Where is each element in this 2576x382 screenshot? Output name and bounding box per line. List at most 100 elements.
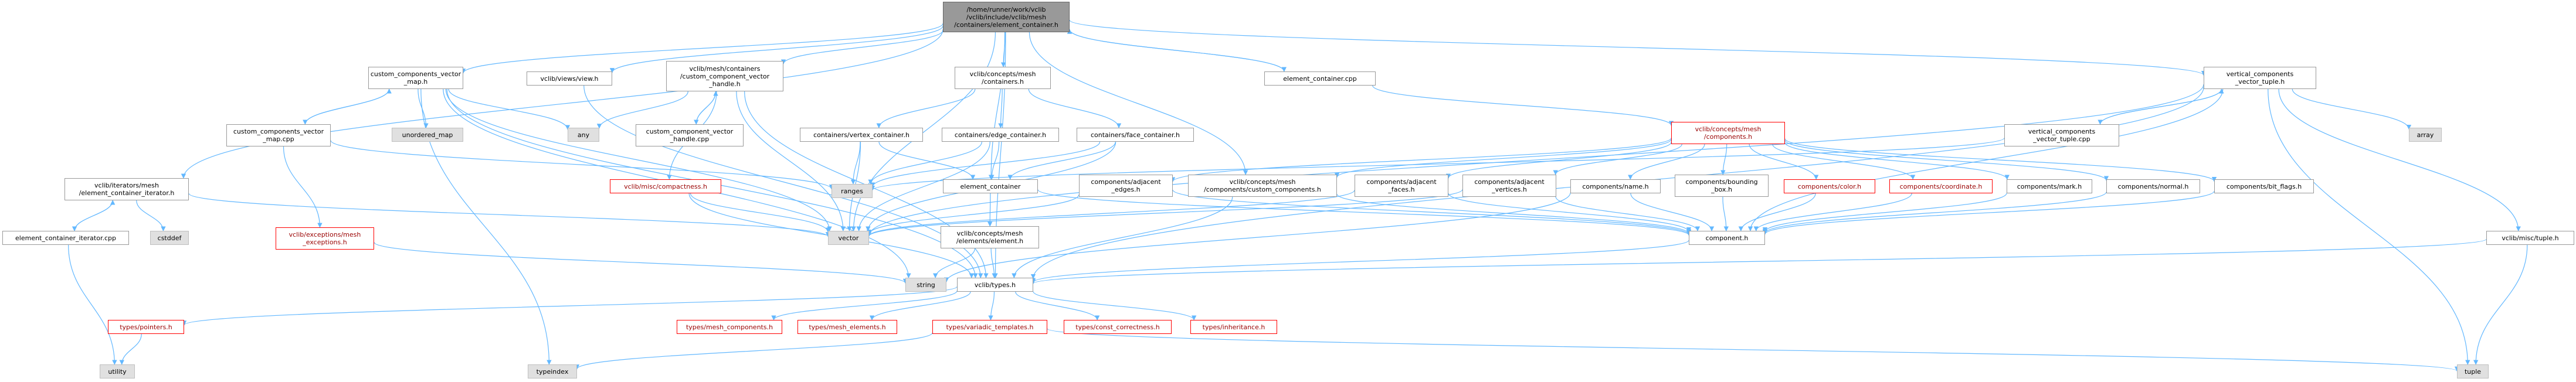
edge-cnormal-to-component: [1762, 192, 2107, 234]
node-tmeshcomp[interactable]: types/mesh_components.h: [677, 320, 782, 334]
node-any[interactable]: any: [568, 128, 599, 142]
node-ccvmcpp[interactable]: custom_components_vector _map.cpp: [226, 124, 331, 146]
edge-edgecont-to-vector: [856, 141, 990, 231]
node-edgecont[interactable]: containers/edge_container.h: [942, 128, 1059, 142]
edge-tvariadic-to-typeindex: [574, 332, 933, 370]
node-tvariadic[interactable]: types/variadic_templates.h: [932, 320, 1047, 334]
edge-misctuple-to-tuple: [2473, 244, 2528, 365]
edge-itersh-to-cstddef: [136, 200, 166, 231]
edge-types-to-tinherit: [1033, 291, 1197, 320]
node-root[interactable]: /home/runner/work/vclib /vclib/include/v…: [943, 2, 1070, 32]
edge-cchcpp-to-mccch: [695, 91, 718, 125]
edge-eciter-to-itersh: [74, 200, 116, 231]
node-compact[interactable]: vclib/misc/compactness.h: [610, 179, 721, 193]
edge-cmark-to-component: [1762, 193, 2007, 233]
node-cadjverts[interactable]: components/adjacent _vertices.h: [1462, 175, 1556, 197]
node-conceptscomp[interactable]: vclib/concepts/mesh /components.h: [1671, 122, 1785, 144]
node-viewsview[interactable]: vclib/views/view.h: [527, 71, 612, 86]
edge-vct-to-misctuple: [2278, 88, 2521, 231]
edge-vct-to-tuple: [2268, 88, 2470, 365]
node-eccpp[interactable]: element_container.cpp: [1264, 71, 1376, 86]
edge-cadjfaces-to-component: [1448, 193, 1692, 233]
edge-cconcustom-to-types: [1012, 196, 1233, 278]
node-excmesh[interactable]: vclib/exceptions/mesh _exceptions.h: [276, 227, 374, 250]
node-tmeshelem[interactable]: types/mesh_elements.h: [797, 320, 897, 334]
edge-cadjedges-to-vector: [866, 194, 1080, 235]
edge-ccvm-to-any: [448, 88, 571, 130]
node-elemcont[interactable]: element_container: [943, 179, 1038, 193]
edge-itersh-to-vector: [188, 193, 830, 237]
node-cbbox[interactable]: components/bounding _box.h: [1675, 175, 1769, 197]
node-cadjfaces[interactable]: components/adjacent _faces.h: [1355, 175, 1448, 197]
node-tuple[interactable]: tuple: [2457, 364, 2489, 378]
node-cchcpp[interactable]: custom_component_vector _handle.cpp: [636, 124, 744, 146]
edge-eccpp-to-conceptscomp: [1372, 85, 1674, 126]
node-ccolor[interactable]: components/color.h: [1784, 179, 1875, 193]
edge-vct-to-array: [2292, 88, 2412, 130]
node-vector[interactable]: vector: [828, 231, 869, 245]
edge-root-to-ccvm: [460, 23, 943, 74]
node-cnormal[interactable]: components/normal.h: [2106, 179, 2200, 193]
edge-conceptscont-to-facecont: [1028, 88, 1122, 128]
node-mccch[interactable]: vclib/mesh/containers /custom_component_…: [666, 61, 783, 91]
edge-conceptscomp-to-cbitflags: [1784, 138, 2217, 182]
edge-conceptscomp-to-cadjedges: [1170, 138, 1672, 182]
edge-conceptscont-to-vertexcont: [876, 88, 976, 128]
edge-vertexcont-to-elemcont: [878, 141, 976, 180]
node-conceptscont[interactable]: vclib/concepts/mesh /containers.h: [955, 67, 1051, 89]
node-utility[interactable]: utility: [100, 364, 135, 378]
node-cmark[interactable]: components/mark.h: [2007, 179, 2092, 193]
edge-mccch-to-any: [596, 91, 688, 129]
edge-tvariadic-to-tuple: [1047, 328, 2459, 372]
edge-vct-to-vector: [866, 84, 2204, 236]
edge-cadjverts-to-component: [1555, 196, 1701, 231]
edge-types-to-tconst: [1015, 291, 1100, 320]
edge-conceptscomp-to-ccolor: [1749, 144, 1819, 180]
node-ccvm[interactable]: custom_components_vector _map.h: [368, 67, 463, 89]
node-unordered[interactable]: unordered_map: [392, 128, 463, 142]
node-cconcustom[interactable]: vclib/concepts/mesh /components/custom_c…: [1188, 175, 1337, 197]
edge-ccoord-to-component: [1753, 193, 1912, 231]
edge-vctcpp-to-vct: [2099, 88, 2224, 125]
node-cname[interactable]: components/name.h: [1570, 179, 1661, 193]
edge-ccvm-to-vector: [445, 88, 832, 231]
node-facecont[interactable]: containers/face_container.h: [1077, 128, 1194, 142]
node-vct[interactable]: vertical_components _vector_tuple.h: [2204, 67, 2316, 89]
node-tconst[interactable]: types/const_correctness.h: [1064, 320, 1172, 334]
node-cadjedges[interactable]: components/adjacent _edges.h: [1079, 175, 1173, 197]
edge-conceptscont-to-edgecont: [998, 88, 1003, 128]
node-cbitflags[interactable]: components/bit_flags.h: [2214, 179, 2314, 193]
edge-conceptselem-to-types: [990, 248, 997, 278]
edge-edgecont-to-elemcont: [989, 141, 1000, 180]
node-vctcpp[interactable]: vertical_components _vector_tuple.cpp: [2004, 124, 2119, 146]
node-tpointers[interactable]: types/pointers.h: [108, 320, 184, 334]
node-ccoord[interactable]: components/coordinate.h: [1889, 179, 1993, 193]
edge-cname-to-component: [1630, 193, 1715, 231]
edge-types-to-tpointers: [182, 286, 958, 326]
node-ranges[interactable]: ranges: [831, 184, 873, 198]
node-typeindex[interactable]: typeindex: [528, 364, 577, 378]
node-itersh[interactable]: vclib/iterators/mesh /element_container_…: [65, 178, 189, 200]
edge-conceptscomp-to-cadjfaces: [1445, 142, 1672, 179]
node-component[interactable]: component.h: [1689, 231, 1765, 245]
node-tinherit[interactable]: types/inheritance.h: [1190, 320, 1277, 334]
node-string[interactable]: string: [905, 278, 946, 292]
edge-ccolor-to-component: [1738, 193, 1816, 231]
edge-tpointers-to-utility: [119, 333, 142, 365]
edge-cconcustom-to-component: [1336, 193, 1692, 234]
edge-root-to-mccch: [780, 30, 943, 64]
edge-compact-to-vector: [690, 193, 831, 233]
node-types[interactable]: vclib/types.h: [957, 278, 1033, 292]
edge-eciter-to-utility: [68, 244, 117, 365]
node-eciter[interactable]: element_container_iterator.cpp: [2, 231, 129, 245]
node-cstddef[interactable]: cstddef: [150, 231, 189, 245]
edge-edgecont-to-ranges: [868, 141, 982, 185]
node-misctuple[interactable]: vclib/misc/tuple.h: [2486, 231, 2574, 245]
node-conceptselem[interactable]: vclib/concepts/mesh /elements/element.h: [941, 226, 1039, 248]
edge-vertexcont-to-ranges: [850, 141, 861, 185]
node-array[interactable]: array: [2409, 128, 2442, 142]
edge-cbbox-to-component: [1722, 196, 1729, 231]
node-vertexcont[interactable]: containers/vertex_container.h: [800, 128, 923, 142]
edge-component-to-types: [1031, 240, 1689, 283]
edge-mccch-to-vector: [736, 91, 846, 231]
